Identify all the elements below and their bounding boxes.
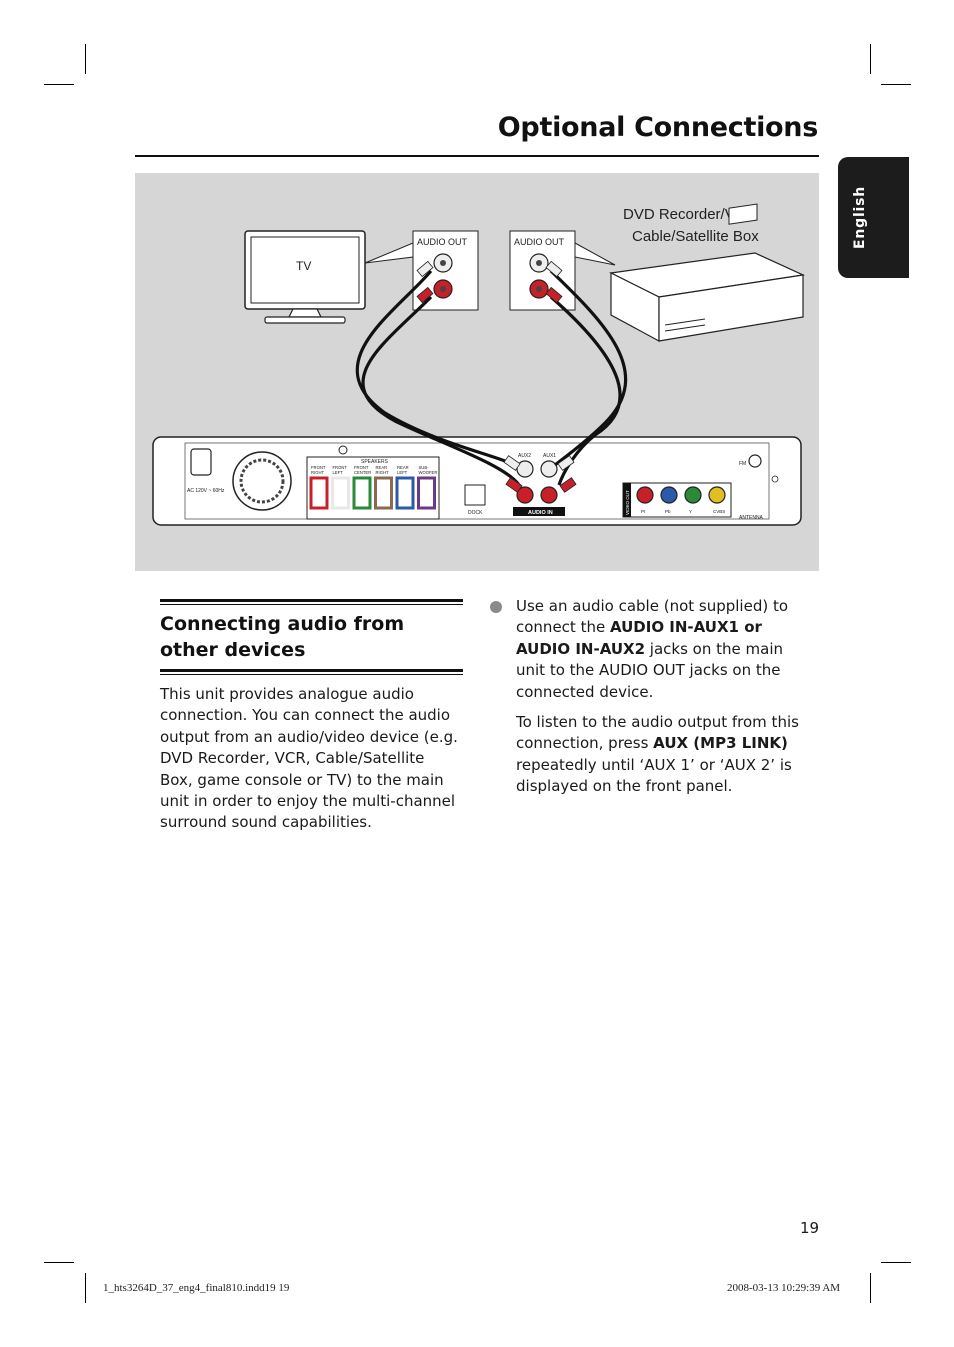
fm-label: FM: [739, 461, 746, 467]
speaker-label-top: FRONT: [354, 465, 369, 470]
bullet-text-post: jacks on the main unit to the AUDIO OUT …: [516, 639, 783, 701]
video-out-label: VIDEO OUT: [625, 490, 630, 515]
page-number: 19: [800, 1219, 820, 1237]
speaker-terminal: [417, 476, 436, 510]
speaker-label-bottom: LEFT: [397, 470, 408, 475]
speaker-label-top: REAR: [376, 465, 388, 470]
speaker-label-top: FRONT: [333, 465, 348, 470]
audio-in-label: AUDIO IN: [528, 510, 553, 516]
tv-illustration: TV: [244, 230, 366, 324]
ac-label: AC 120V ~ 60Hz: [187, 488, 225, 494]
aux2-label: AUX2: [518, 453, 531, 459]
crop-mark: [85, 44, 86, 74]
page-title: Optional Connections: [497, 112, 819, 143]
component-jack: [660, 486, 678, 504]
tv-label: TV: [296, 259, 311, 273]
crop-mark: [44, 84, 74, 85]
component-label: CVBS: [713, 509, 725, 514]
language-tab-label: English: [852, 185, 868, 249]
speaker-label-bottom: CENTER: [354, 470, 371, 475]
speaker-label-top: FRONT: [311, 465, 326, 470]
crop-mark: [870, 1273, 871, 1303]
component-label: Y: [689, 509, 692, 514]
speaker-terminal: [352, 476, 372, 510]
bullet-text-pre: Use an audio cable (not supplied) to con…: [516, 597, 789, 637]
speaker-label-bottom: RIGHT: [311, 470, 324, 475]
recorder-audio-out-label: AUDIO OUT: [514, 237, 565, 247]
bullet-text-bold: AUDIO IN-AUX1 or AUDIO IN-AUX2: [516, 618, 762, 658]
dvd-recorder-illustration: DVD Recorder/VCR Cable/Satellite Box: [609, 203, 806, 343]
bullet-paragraph: Use an audio cable (not supplied) to con…: [516, 596, 816, 703]
crop-mark: [85, 1273, 86, 1303]
aux-text-pre: To listen to the audio output from this …: [516, 713, 799, 753]
aux-text-post: repeatedly until ‘AUX 1’ or ‘AUX 2’ is d…: [516, 755, 792, 796]
language-tab: English: [838, 157, 909, 278]
footer-timestamp: 2008-03-13 10:29:39 AM: [727, 1282, 841, 1294]
rca-plugs: [416, 260, 577, 493]
component-jack: [636, 486, 654, 504]
speaker-terminal: [331, 476, 350, 510]
heading-rule-top: [160, 599, 463, 605]
component-label: Pr: [641, 509, 646, 514]
component-jacks: Pr Pb Y CVBS: [636, 486, 726, 514]
tv-audio-out-label: AUDIO OUT: [417, 237, 468, 247]
dock-label: DOCK: [468, 510, 483, 516]
speaker-label-top: SUB-: [419, 465, 430, 470]
speakers-header: SPEAKERS: [361, 459, 389, 465]
aux-paragraph: To listen to the audio output from this …: [516, 712, 816, 798]
title-rule: [135, 155, 819, 157]
main-unit-back-panel: AC 120V ~ 60Hz SPEAKERS FRONTRIGHTFRONTL…: [152, 436, 802, 526]
crop-mark: [881, 84, 911, 85]
footer-file-name: 1_hts3264D_37_eng4_final810.indd19 19: [103, 1282, 290, 1294]
recorder-label-line1: DVD Recorder/VCR: [623, 206, 757, 223]
speaker-terminal: [309, 476, 329, 510]
speaker-label-bottom: RIGHT: [376, 470, 389, 475]
crop-mark: [881, 1262, 911, 1263]
aux-text-bold: AUX (MP3 LINK): [653, 734, 788, 753]
recorder-audio-out-panel: AUDIO OUT: [509, 230, 616, 311]
crop-mark: [870, 44, 871, 74]
speaker-label-bottom: WOOFER: [419, 470, 438, 475]
speaker-label-bottom: LEFT: [333, 470, 344, 475]
bullet-icon: [490, 601, 502, 613]
speaker-label-top: REAR: [397, 465, 409, 470]
crop-mark: [44, 1262, 74, 1263]
connection-diagram: TV AUDIO OUT AUDIO OUT DVD Recorder/VCR …: [135, 173, 819, 571]
heading-rule-bottom: [160, 669, 463, 675]
aux1-label: AUX1: [543, 453, 556, 459]
antenna-label: ANTENNA: [739, 515, 764, 521]
speaker-terminal: [374, 476, 393, 510]
component-label: Pb: [665, 509, 671, 514]
component-jack: [684, 486, 702, 504]
speaker-terminal: [395, 476, 415, 510]
section-heading: Connecting audio from other devices: [160, 613, 405, 661]
component-jack: [708, 486, 726, 504]
section-heading-block: Connecting audio from other devices: [160, 599, 463, 675]
speaker-terminals: FRONTRIGHTFRONTLEFTFRONTCENTERREARRIGHTR…: [309, 465, 438, 510]
intro-paragraph: This unit provides analogue audio connec…: [160, 685, 458, 832]
recorder-label-line2: Cable/Satellite Box: [632, 228, 759, 245]
